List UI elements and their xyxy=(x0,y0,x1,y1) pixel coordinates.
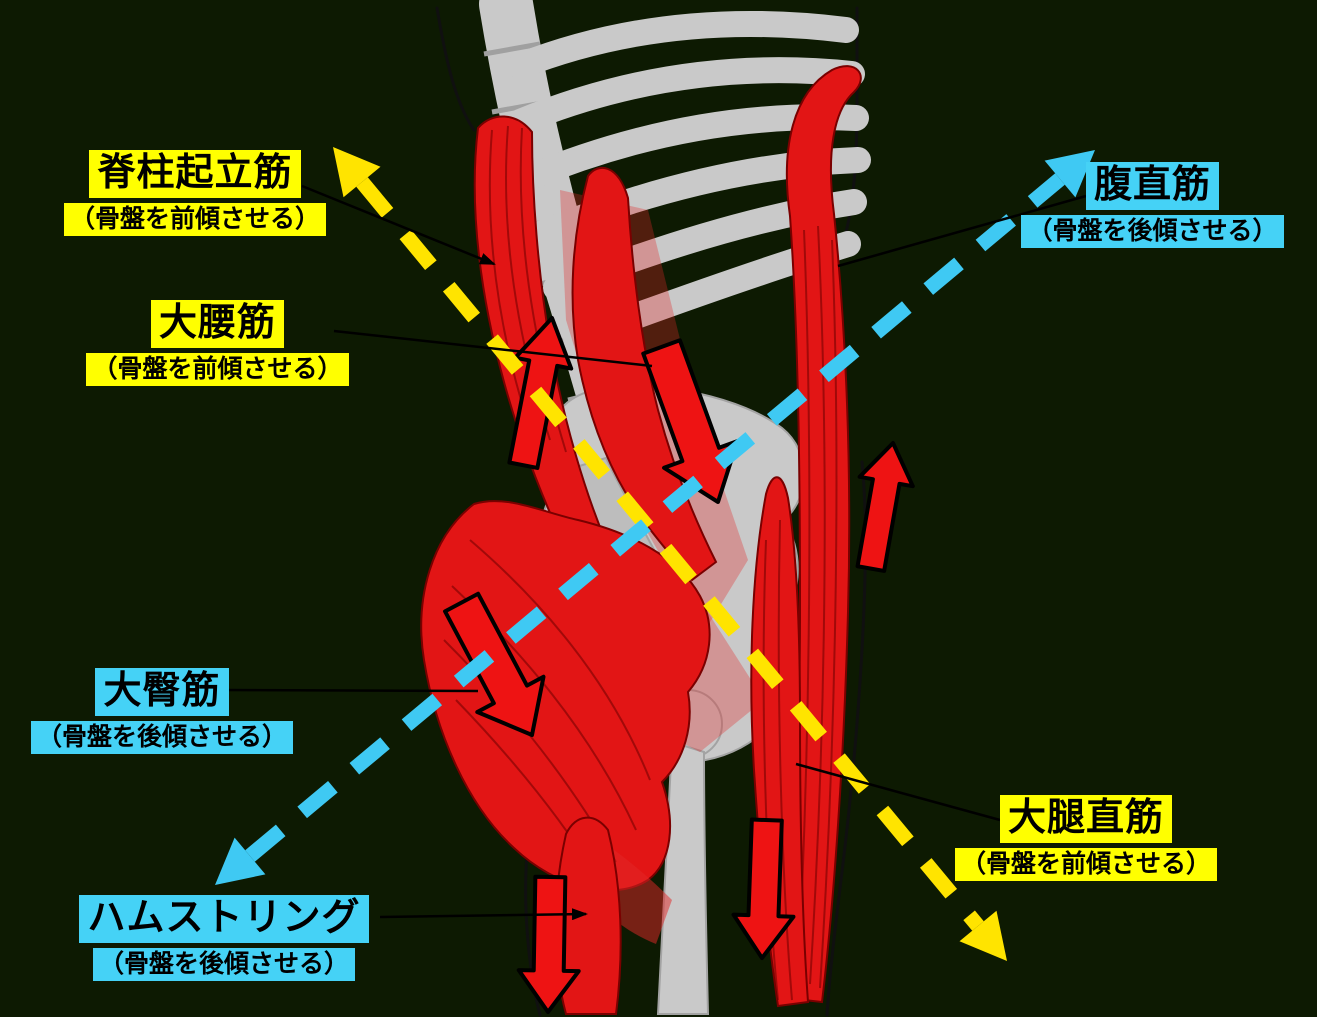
muscle-psoas-major xyxy=(571,166,718,582)
leader-hamstrings xyxy=(379,908,588,921)
leader-psoas xyxy=(333,329,653,368)
leader-gluteus xyxy=(219,688,479,693)
anterior-tilt-arrow xyxy=(333,147,1007,961)
leader-lines xyxy=(219,184,1087,921)
anterior-arrowhead-bottom xyxy=(959,910,1007,961)
muscle-rectus-abdominis xyxy=(784,65,862,1004)
leader-erector-spinae xyxy=(301,184,496,266)
leader-rectus-femoris xyxy=(795,762,1001,822)
rectus-femoris-fibers xyxy=(762,519,793,1001)
posterior-tilt-arrow xyxy=(215,150,1095,885)
pull-arrow-rectus-abdominis-up xyxy=(842,436,922,576)
leader-rectus-abdominis xyxy=(837,194,1087,268)
posterior-arrowhead-bottom xyxy=(215,837,266,885)
posterior-arrowhead-top xyxy=(1044,150,1095,198)
femur-shaft xyxy=(656,740,710,1015)
anterior-arrowhead-top xyxy=(333,147,381,198)
rectus-abdominis-fibers xyxy=(797,225,838,989)
